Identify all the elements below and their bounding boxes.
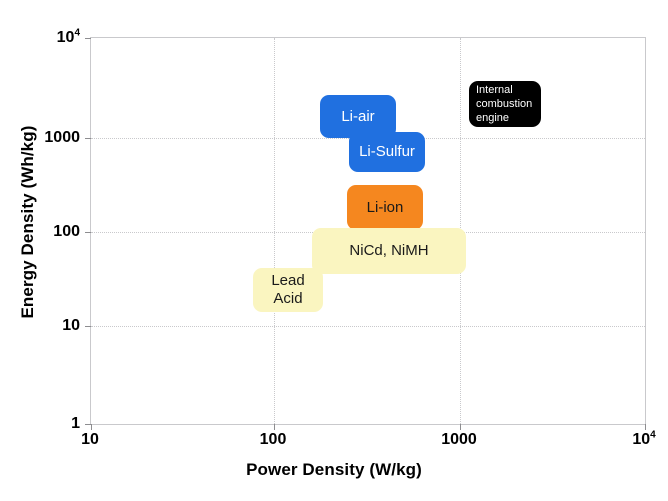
tick-label-y-1000: 1000	[10, 130, 80, 146]
tick-mark-y-10	[85, 326, 91, 327]
tick-mark-x-1000	[460, 424, 461, 430]
region-label-nicd-nimh: NiCd, NiMH	[349, 242, 429, 260]
region-label-lead-acid-line2: Acid	[273, 290, 303, 307]
tick-label-y-1000-mantissa: 1000	[44, 129, 80, 146]
plot-area: Li-air Li-Sulfur Li-ion NiCd, NiMH Lead …	[85, 37, 646, 430]
tick-label-y-10000-mantissa: 10	[56, 29, 75, 46]
tick-mark-y-10000	[85, 38, 91, 39]
tick-label-x-1000: 1000	[414, 432, 504, 448]
tick-label-x-10-mantissa: 10	[81, 431, 99, 448]
tick-mark-y-1	[85, 424, 91, 425]
tick-mark-y-100	[85, 232, 91, 233]
tick-mark-y-1000	[85, 138, 91, 139]
tick-mark-x-100	[274, 424, 275, 430]
region-label-li-air: Li-air	[341, 107, 375, 125]
region-label-internal-combustion-engine: Internal combustion engine	[476, 83, 533, 125]
region-box-li-ion[interactable]: Li-ion	[347, 185, 423, 230]
tick-label-y-10-mantissa: 10	[62, 317, 80, 334]
region-box-nicd-nimh[interactable]: NiCd, NiMH	[312, 228, 466, 274]
gridline-x-100	[274, 38, 275, 424]
tick-mark-x-10000	[645, 424, 646, 430]
tick-label-x-1000-mantissa: 1000	[441, 431, 477, 448]
tick-label-y-100: 100	[10, 224, 80, 240]
tick-label-y-10000: 104	[10, 27, 80, 46]
tick-label-y-1: 1	[10, 416, 80, 432]
tick-label-x-10000: 104	[599, 429, 668, 448]
region-box-li-air[interactable]: Li-air	[320, 95, 396, 138]
gridline-y-10	[91, 326, 645, 327]
tick-label-x-10: 10	[45, 432, 135, 448]
tick-label-y-10: 10	[10, 318, 80, 334]
tick-label-x-100-mantissa: 100	[259, 431, 287, 448]
tick-label-x-100: 100	[228, 432, 318, 448]
region-label-li-sulfur: Li-Sulfur	[359, 143, 415, 161]
tick-label-x-10000-mantissa: 10	[632, 431, 651, 448]
tick-label-y-10000-exponent: 4	[74, 27, 80, 39]
region-box-lead-acid[interactable]: Lead Acid	[253, 268, 323, 312]
region-box-internal-combustion-engine[interactable]: Internal combustion engine	[469, 81, 541, 127]
region-label-li-ion: Li-ion	[366, 198, 404, 216]
tick-label-y-1-mantissa: 1	[71, 415, 80, 432]
tick-label-y-100-mantissa: 100	[53, 223, 80, 240]
y-axis-title: Energy Density (Wh/kg)	[18, 125, 37, 319]
tick-label-x-10000-exponent: 4	[650, 429, 656, 441]
region-label-lead-acid-line1: Lead	[271, 272, 305, 289]
x-axis-title: Power Density (W/kg)	[246, 460, 422, 479]
tick-mark-x-10	[91, 424, 92, 430]
region-box-li-sulfur[interactable]: Li-Sulfur	[349, 132, 425, 172]
